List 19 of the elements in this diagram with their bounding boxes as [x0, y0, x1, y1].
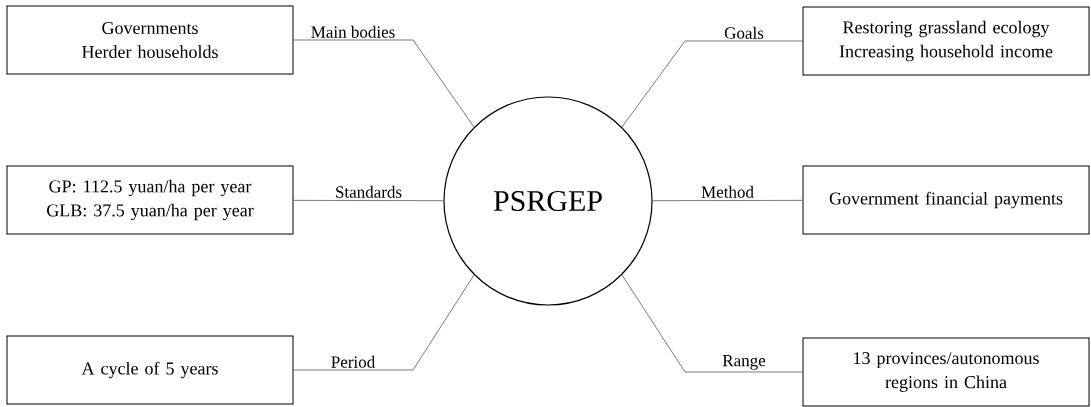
edge-label: Main bodies [309, 24, 397, 39]
circle-node: PSRGEP [443, 96, 653, 306]
connector-line [621, 40, 803, 128]
connector-line [621, 274, 803, 373]
text-box: Government financial payments [802, 165, 1090, 235]
connector-line [293, 199, 444, 202]
text-box: GP: 112.5 yuan/ha per year GLB: 37.5 yuan/ha per year [6, 165, 294, 235]
edge-label: Period [329, 354, 377, 369]
text-box: A cycle of 5 years [6, 335, 294, 405]
edge-label: Range [721, 354, 767, 371]
text-box: 13 provinces/autonomous regions in China [802, 337, 1090, 407]
connector-line [293, 39, 475, 128]
connector-line [293, 274, 475, 371]
edge-label: Goals [723, 25, 765, 40]
text-box: Governments Herder households [6, 5, 294, 75]
connector-line [652, 199, 803, 202]
edge-label: Standards [334, 184, 404, 199]
edge-label: Method [700, 184, 755, 199]
text-box: Restoring grassland ecology Increasing household income [802, 6, 1090, 76]
